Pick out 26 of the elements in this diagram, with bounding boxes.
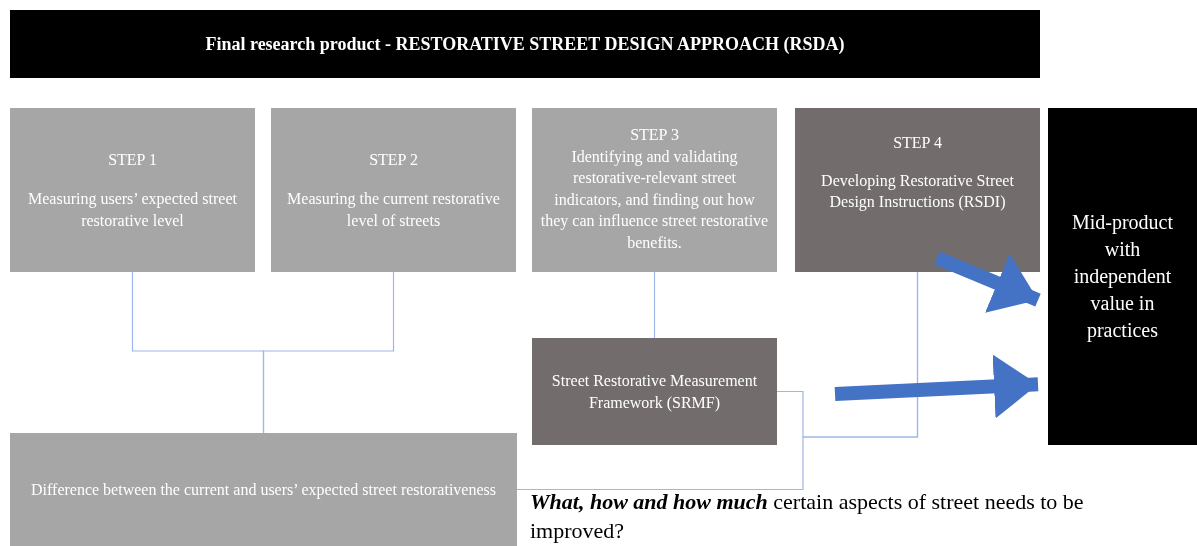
box-text: Final research product - RESTORATIVE STREET DESIGN APPROACH (RSDA) [205, 32, 845, 56]
result-box [10, 433, 517, 546]
box-text: Identifying and validating restorative-relevant street indicators, and finding out how they can influence street restorative benefits. [540, 146, 769, 253]
step-box [10, 108, 255, 272]
box-text: Measuring users’ expected street restorative level [27, 189, 238, 231]
connector-line [653, 271, 656, 339]
step-heading: STEP 3 [630, 125, 679, 145]
block-arrow [834, 354, 1039, 419]
step-heading: STEP 2 [369, 149, 418, 170]
box-text: Street Restorative Measurement Framework (SRMF) [550, 370, 759, 414]
step-box [532, 108, 777, 272]
block-arrow [934, 251, 1041, 313]
box-text: Mid-product with independent value in practices [1070, 210, 1175, 344]
connector-line [262, 271, 395, 434]
step-heading: STEP 1 [108, 149, 157, 170]
step-box [271, 108, 516, 272]
connector-line [516, 271, 919, 491]
title-banner [10, 10, 1040, 78]
box-text: Developing Restorative Street Design Instructions (RSDI) [820, 170, 1015, 213]
framework-box [532, 338, 777, 445]
result-box [1048, 108, 1197, 445]
box-text: Difference between the current and users’ expected street restorativeness [31, 479, 496, 501]
step-heading: STEP 4 [893, 133, 942, 153]
box-text: Measuring the current restorative level of streets [286, 189, 501, 231]
step-box [795, 108, 1040, 272]
question-text: What, how and how much certain aspects of street needs to be improved? [530, 488, 1085, 545]
